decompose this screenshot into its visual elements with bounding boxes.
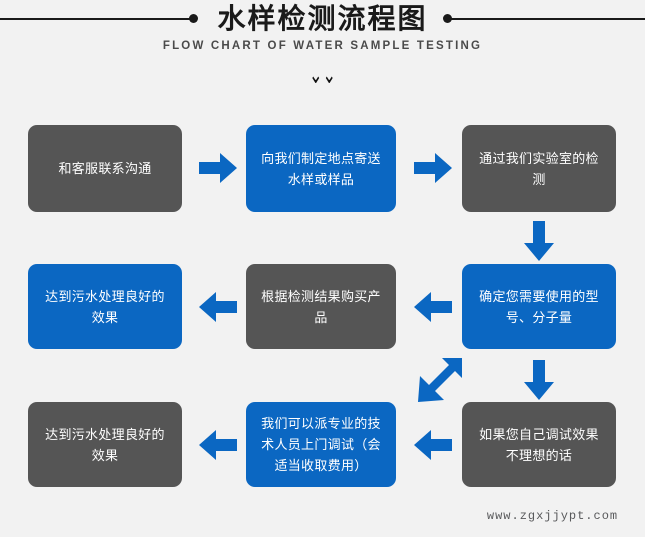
- arrow-left-icon: [414, 292, 452, 322]
- site-watermark: www.zgxjjypt.com: [486, 509, 619, 523]
- arrow-down-icon: [524, 360, 554, 400]
- arrow-right-icon: [414, 153, 452, 183]
- flow-node-step-9: 达到污水处理良好的效果: [28, 402, 182, 487]
- double-chevron-down-icon: ⌄⌄: [308, 60, 337, 90]
- flow-node-step-4: 确定您需要使用的型号、分子量: [462, 264, 616, 349]
- chart-header: 水样检测流程图 FLOW CHART OF WATER SAMPLE TESTI…: [0, 0, 645, 100]
- flow-node-step-5: 根据检测结果购买产品: [246, 264, 396, 349]
- arrow-left-icon: [414, 430, 452, 460]
- arrow-down-left-icon: [418, 358, 462, 402]
- title-dot-left: [189, 14, 198, 23]
- title-rule-left: [0, 18, 192, 20]
- title-rule-right: [447, 18, 645, 20]
- flow-node-step-1: 和客服联系沟通: [28, 125, 182, 212]
- flow-node-step-7: 如果您自己调试效果不理想的话: [462, 402, 616, 487]
- page-subtitle: FLOW CHART OF WATER SAMPLE TESTING: [162, 40, 483, 52]
- arrow-left-icon: [199, 292, 237, 322]
- flow-node-step-2: 向我们制定地点寄送水样或样品: [246, 125, 396, 212]
- page-title: 水样检测流程图: [217, 3, 428, 34]
- title-dot-right: [443, 14, 452, 23]
- arrow-right-icon: [199, 153, 237, 183]
- flow-node-step-3: 通过我们实验室的检测: [462, 125, 616, 212]
- flow-node-step-6: 达到污水处理良好的效果: [28, 264, 182, 349]
- flow-node-step-8: 我们可以派专业的技术人员上门调试（会适当收取费用）: [246, 402, 396, 487]
- arrow-left-icon: [199, 430, 237, 460]
- arrow-down-icon: [524, 221, 554, 261]
